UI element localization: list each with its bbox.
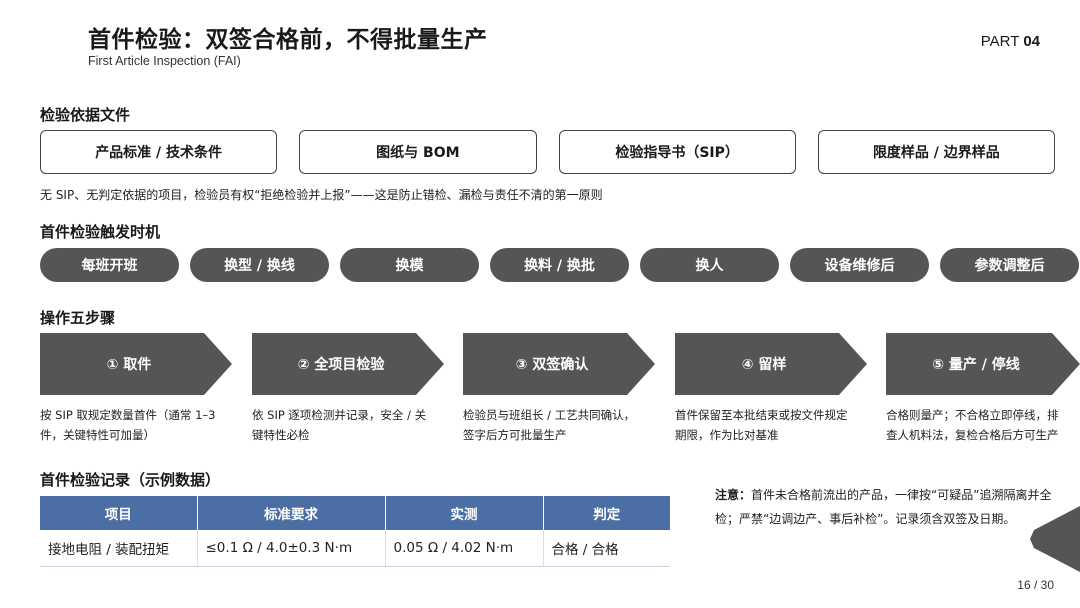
page-number: 16 / 30 — [1017, 578, 1054, 592]
page-title: 首件检验：双签合格前，不得批量生产 — [88, 27, 488, 53]
steps-heading: 操作五步骤 — [40, 309, 116, 327]
basis-doc-list: 产品标准 / 技术条件 图纸与 BOM 检验指导书（SIP） 限度样品 / 边界… — [40, 130, 1055, 174]
step-arrow-3: ③ 双签确认 — [463, 333, 655, 395]
step-desc-5-line-2: 查人机料法，复检合格后方可生产 — [886, 428, 1059, 442]
step-arrow-1: ① 取件 — [40, 333, 232, 395]
step-desc-4-line-2: 期限，作为比对基准 — [675, 428, 779, 442]
step-arrow-5: ⑤ 量产 / 停线 — [886, 333, 1080, 395]
doc-box-limit-samples: 限度样品 / 边界样品 — [817, 130, 1055, 174]
step-desc-3-line-2: 签字后方可批量生产 — [463, 428, 567, 442]
step-desc-3-line-1: 检验员与班组长 / 工艺共同确认， — [463, 408, 636, 422]
part-label: PART — [980, 33, 1020, 50]
trigger-pill-mold-change: 换模 — [340, 248, 479, 282]
step-desc-4: 首件保留至本批结束或按文件规定 期限，作为比对基准 — [675, 405, 875, 445]
trigger-pill-after-maintenance: 设备维修后 — [790, 248, 929, 282]
basis-heading: 检验依据文件 — [40, 106, 131, 124]
column-header-judgment: 判定 — [543, 496, 670, 530]
step-desc-1-line-1: 按 SIP 取规定数量首件（通常 1–3 — [40, 408, 216, 422]
corner-arrow-decoration — [1030, 506, 1080, 572]
record-table-header-row: 项目 标准要求 实测 判定 — [40, 496, 670, 530]
column-header-item: 项目 — [40, 496, 198, 530]
trigger-pill-operator-change: 换人 — [640, 248, 779, 282]
doc-box-sip: 检验指导书（SIP） — [558, 130, 796, 174]
attention-text: 首件未合格前流出的产品，一律按“可疑品”追溯隔离并全检；严禁“边调边产、事后补检… — [715, 488, 1052, 526]
attention-note: 注意：首件未合格前流出的产品，一律按“可疑品”追溯隔离并全检；严禁“边调边产、事… — [715, 483, 1060, 531]
table-cell-judgment: 合格 / 合格 — [543, 530, 670, 567]
column-header-standard: 标准要求 — [197, 496, 386, 530]
trigger-list: 每班开班 换型 / 换线 换模 换料 / 换批 换人 设备维修后 参数调整后 — [40, 248, 1080, 282]
step-desc-3: 检验员与班组长 / 工艺共同确认， 签字后方可批量生产 — [463, 405, 663, 445]
step-desc-2: 依 SIP 逐项检测并记录，安全 / 关 键特性必检 — [252, 405, 452, 445]
step-desc-2-line-1: 依 SIP 逐项检测并记录，安全 / 关 — [252, 408, 427, 422]
record-table: 项目 标准要求 实测 判定 接地电阻 / 装配扭矩 ≤0.1 Ω / 4.0±0… — [40, 496, 670, 567]
step-desc-2-line-2: 键特性必检 — [252, 428, 310, 442]
step-desc-4-line-1: 首件保留至本批结束或按文件规定 — [675, 408, 848, 422]
table-cell-item: 接地电阻 / 装配扭矩 — [40, 530, 198, 567]
step-desc-1-line-2: 件，关键特性可加量） — [40, 428, 155, 442]
part-indicator: PART 04 — [981, 33, 1040, 50]
record-heading: 首件检验记录（示例数据） — [40, 471, 221, 489]
part-number: 04 — [1023, 33, 1040, 50]
trigger-pill-model-change: 换型 / 换线 — [190, 248, 329, 282]
basis-note: 无 SIP、无判定依据的项目，检验员有权“拒绝检验并上报”——这是防止错检、漏检… — [40, 188, 603, 202]
attention-label: 注意： — [715, 488, 752, 502]
step-desc-1: 按 SIP 取规定数量首件（通常 1–3 件，关键特性可加量） — [40, 405, 240, 445]
doc-box-drawing-bom: 图纸与 BOM — [299, 130, 537, 174]
table-cell-measured: 0.05 Ω / 4.02 N·m — [385, 530, 544, 567]
triggers-heading: 首件检验触发时机 — [40, 223, 161, 241]
column-header-measured: 实测 — [385, 496, 544, 530]
step-desc-5-line-1: 合格则量产；不合格立即停线，排 — [886, 408, 1059, 422]
step-arrow-4: ④ 留样 — [675, 333, 867, 395]
table-cell-standard: ≤0.1 Ω / 4.0±0.3 N·m — [197, 530, 386, 567]
page-subtitle: First Article Inspection (FAI) — [88, 54, 241, 68]
trigger-pill-shift-start: 每班开班 — [40, 248, 179, 282]
step-desc-5: 合格则量产；不合格立即停线，排 查人机料法，复检合格后方可生产 — [886, 405, 1080, 445]
trigger-pill-material-change: 换料 / 换批 — [490, 248, 629, 282]
trigger-pill-after-parameter-adjust: 参数调整后 — [940, 248, 1079, 282]
table-row: 接地电阻 / 装配扭矩 ≤0.1 Ω / 4.0±0.3 N·m 0.05 Ω … — [40, 530, 670, 567]
step-arrow-2: ② 全项目检验 — [252, 333, 444, 395]
doc-box-product-standard: 产品标准 / 技术条件 — [40, 130, 278, 174]
